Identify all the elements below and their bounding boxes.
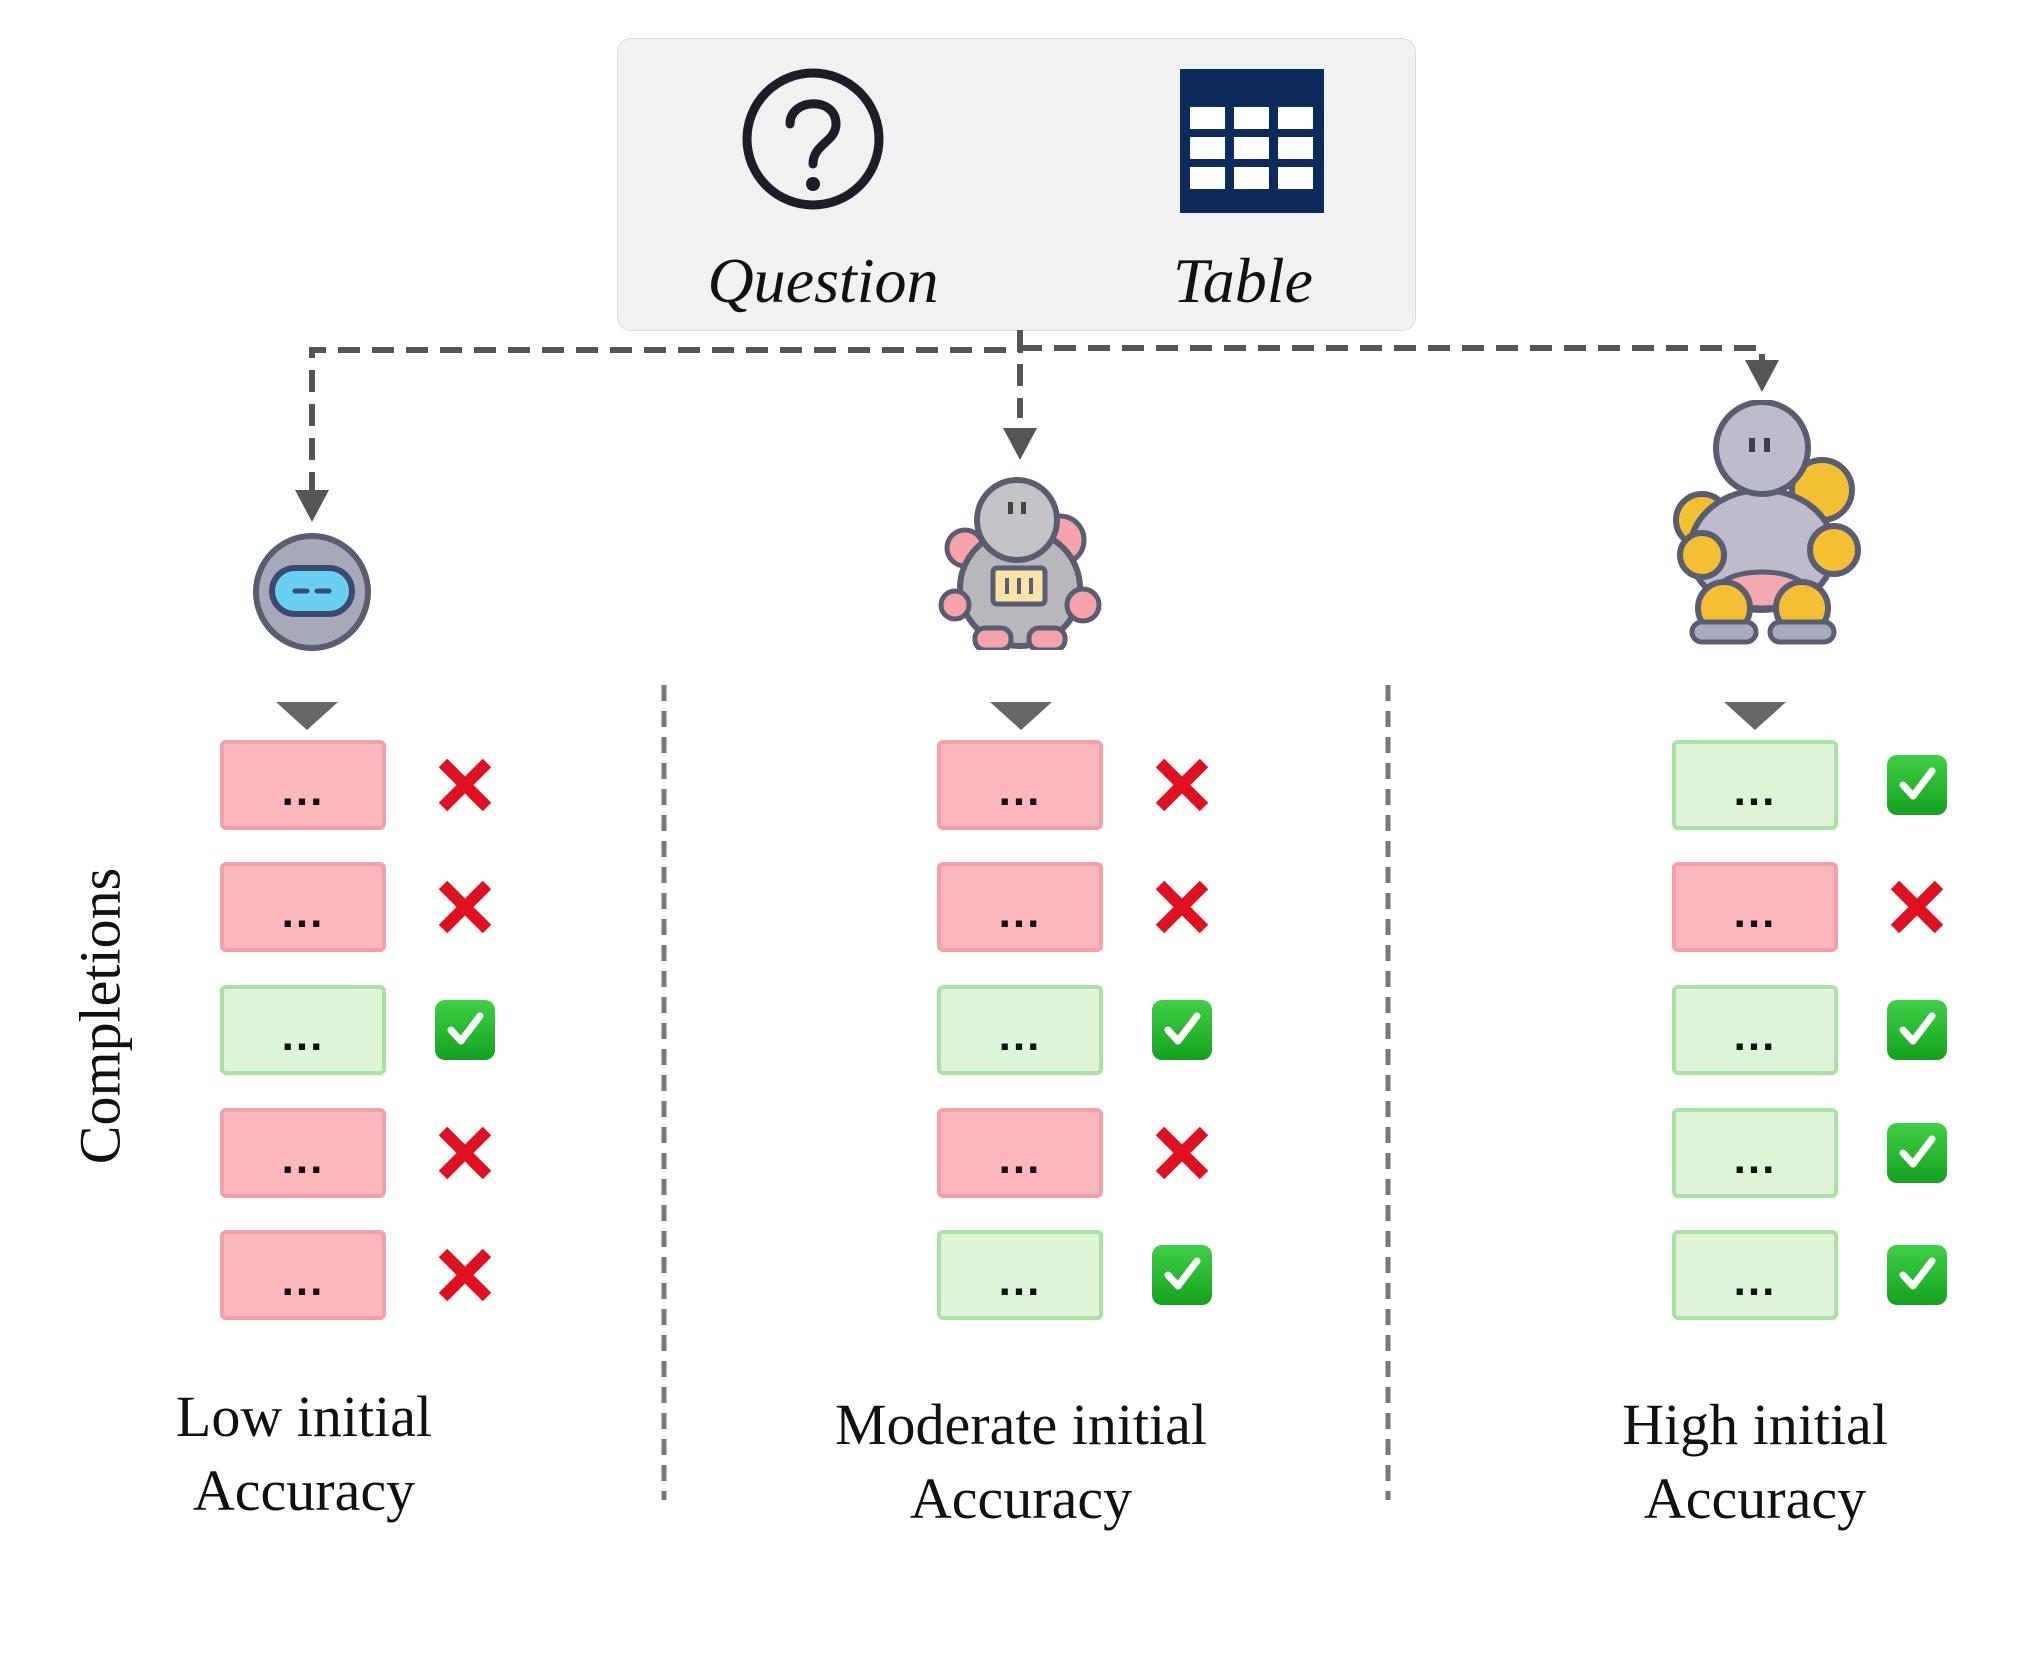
check-mark-icon — [435, 1000, 495, 1060]
completion-box-moderate-1: ... — [937, 740, 1103, 830]
completion-box-moderate-2: ... — [937, 862, 1103, 952]
check-mark-icon — [1887, 755, 1947, 815]
completion-box-high-2: ... — [1672, 862, 1838, 952]
question-label: Question — [707, 245, 939, 316]
arrowhead-low — [295, 490, 329, 522]
column-label-low-line2: Accuracy — [192, 1458, 416, 1523]
check-mark-icon — [1152, 1245, 1212, 1305]
table-grid-icon — [1180, 69, 1324, 213]
connector-low — [309, 330, 1023, 490]
completion-box-low-5: ... — [220, 1230, 386, 1320]
down-triangle-high — [1724, 702, 1786, 730]
completion-box-moderate-3: ... — [937, 985, 1103, 1075]
down-triangle-moderate — [990, 702, 1052, 730]
column-label-low: Low initial Accuracy — [64, 1380, 544, 1528]
completion-box-low-2: ... — [220, 862, 386, 952]
input-box: Question Table — [617, 38, 1416, 331]
column-label-moderate-line2: Accuracy — [909, 1466, 1133, 1531]
completion-box-low-4: ... — [220, 1108, 386, 1198]
cross-mark-icon — [1152, 755, 1212, 815]
down-triangle-low — [276, 702, 338, 730]
completion-box-high-3: ... — [1672, 985, 1838, 1075]
completion-box-moderate-4: ... — [937, 1108, 1103, 1198]
check-mark-icon — [1887, 1123, 1947, 1183]
completion-box-low-1: ... — [220, 740, 386, 830]
column-label-moderate: Moderate initial Accuracy — [781, 1388, 1261, 1536]
cross-mark-icon — [435, 1123, 495, 1183]
completion-box-high-4: ... — [1672, 1108, 1838, 1198]
check-mark-icon — [1887, 1245, 1947, 1305]
completion-box-moderate-5: ... — [937, 1230, 1103, 1320]
completion-box-low-3: ... — [220, 985, 386, 1075]
check-mark-icon — [1152, 1000, 1212, 1060]
cross-mark-icon — [435, 755, 495, 815]
completions-axis-label: Completions — [67, 867, 133, 1165]
completion-box-high-1: ... — [1672, 740, 1838, 830]
arrowhead-high — [1745, 360, 1779, 392]
table-label: Table — [1173, 245, 1313, 316]
column-label-high-line1: High initial — [1622, 1392, 1888, 1457]
question-mark-circle-icon — [742, 68, 884, 210]
arrowhead-moderate — [1003, 428, 1037, 460]
cross-mark-icon — [435, 1245, 495, 1305]
column-label-high-line2: Accuracy — [1643, 1466, 1867, 1531]
cross-mark-icon — [1887, 877, 1947, 937]
check-mark-icon — [1887, 1000, 1947, 1060]
completion-box-high-5: ... — [1672, 1230, 1838, 1320]
column-label-high: High initial Accuracy — [1515, 1388, 1995, 1536]
small-robot-head-icon — [253, 533, 371, 651]
column-label-low-line1: Low initial — [175, 1384, 433, 1449]
large-robot-icon — [1673, 400, 1861, 645]
cross-mark-icon — [1152, 877, 1212, 937]
medium-robot-icon — [938, 477, 1102, 650]
connector-high — [1020, 345, 1765, 360]
cross-mark-icon — [435, 877, 495, 937]
column-label-moderate-line1: Moderate initial — [834, 1392, 1208, 1457]
cross-mark-icon — [1152, 1123, 1212, 1183]
